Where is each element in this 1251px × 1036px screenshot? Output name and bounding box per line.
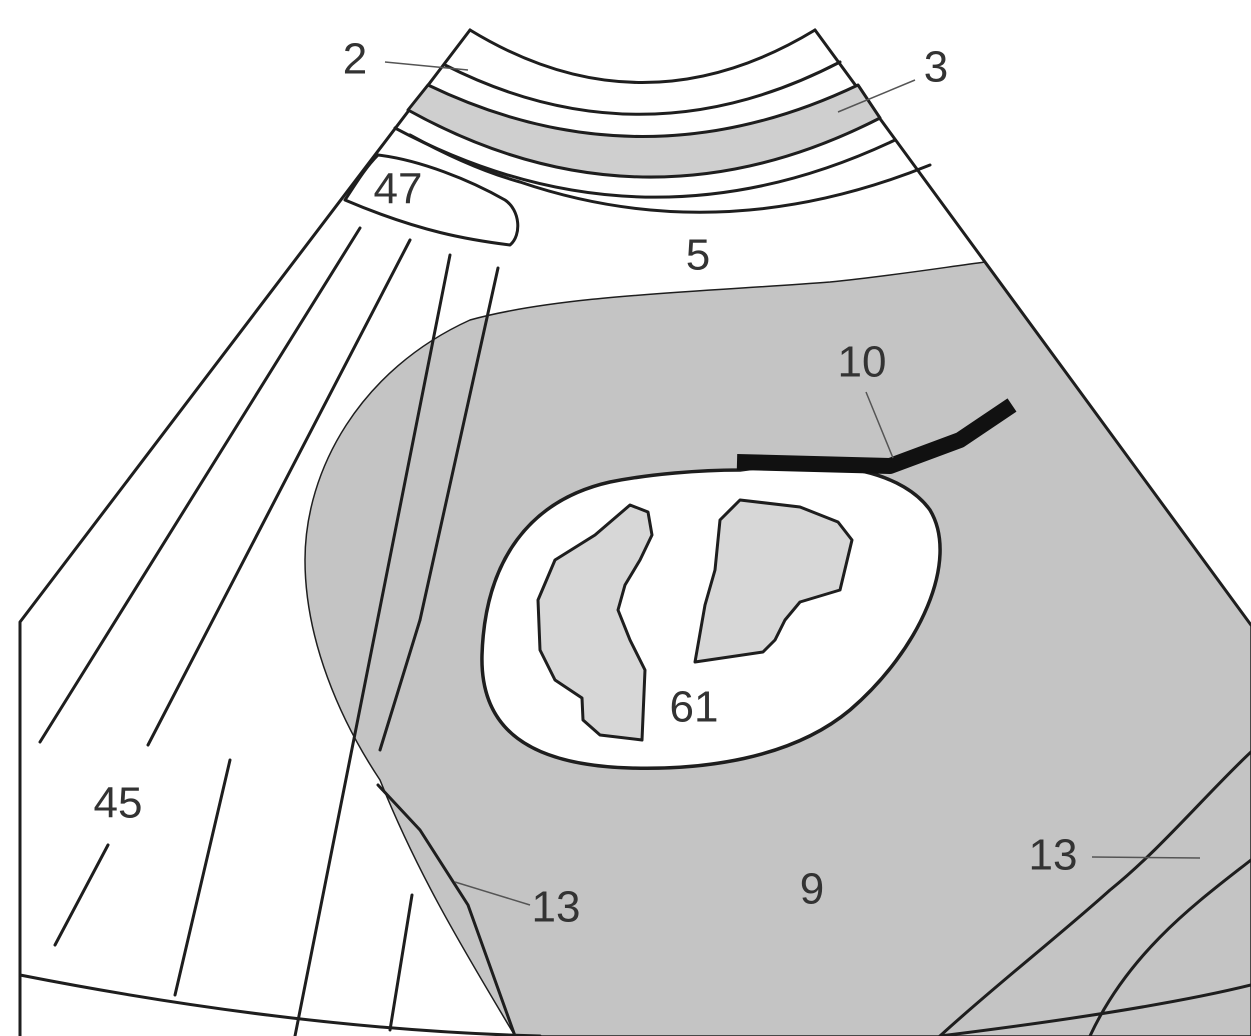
- label-47: 47: [374, 165, 423, 214]
- label-2: 2: [343, 35, 367, 84]
- label-13-right: 13: [1029, 831, 1078, 880]
- shadow-line-5: [55, 845, 108, 945]
- label-45: 45: [94, 779, 143, 828]
- label-10: 10: [838, 338, 887, 387]
- label-5: 5: [686, 231, 710, 280]
- transducer-surface: [470, 30, 815, 83]
- shadow-line-6: [175, 760, 230, 995]
- label-3: 3: [924, 43, 948, 92]
- shadow-line-8: [390, 895, 412, 1030]
- layer-2-line: [445, 62, 840, 114]
- label-9: 9: [800, 865, 824, 914]
- leader-13-right: [1092, 857, 1200, 858]
- label-61: 61: [670, 683, 719, 732]
- bottom-arc: [20, 975, 540, 1036]
- leader-2: [385, 62, 468, 70]
- shadow-line-1: [40, 228, 360, 742]
- label-13-left: 13: [532, 883, 581, 932]
- gray-band-layer-3: [408, 85, 880, 177]
